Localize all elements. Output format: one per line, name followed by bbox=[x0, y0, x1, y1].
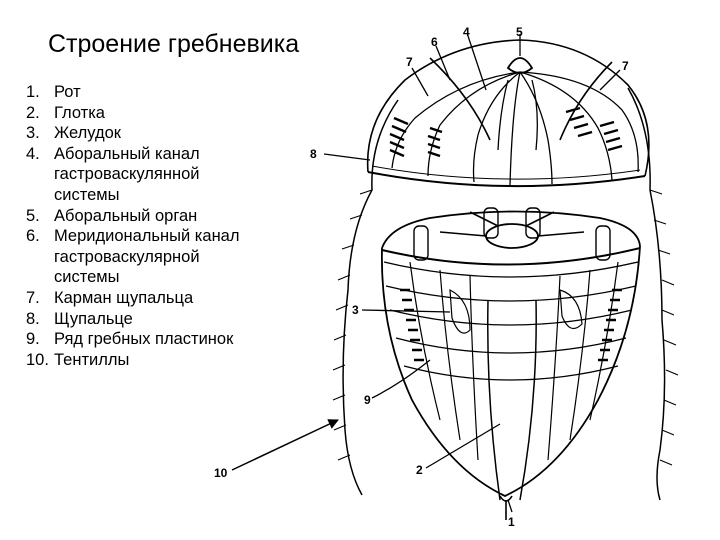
legend-text: Глотка bbox=[54, 103, 105, 122]
callout-label-9: 9 bbox=[364, 393, 371, 407]
legend-text: Аборальный канал гастроваскулянной систе… bbox=[54, 144, 200, 204]
callout-label-8: 8 bbox=[310, 147, 317, 161]
legend-number: 10. bbox=[26, 350, 49, 369]
comb-bands-lower bbox=[383, 261, 639, 381]
legend-text: Меридиональный канал гастроваскулярной с… bbox=[54, 227, 240, 287]
stomach-canals bbox=[439, 211, 585, 237]
tentacle-left bbox=[342, 99, 399, 496]
tentacle-right bbox=[627, 87, 666, 501]
meridional-canals-upper bbox=[391, 71, 639, 186]
callout-lines bbox=[231, 34, 621, 513]
legend-number: 6. bbox=[26, 227, 40, 246]
tentilla bbox=[332, 189, 679, 466]
body-top-edge bbox=[381, 210, 641, 249]
pharynx bbox=[487, 299, 537, 501]
canal-tubes bbox=[413, 207, 611, 261]
lower-body bbox=[380, 207, 641, 520]
legend-item-3: 3. Желудок bbox=[26, 123, 239, 144]
legend-item-8: 8. Щупальце bbox=[26, 309, 239, 330]
legend-text: Ряд гребных пластинок bbox=[54, 330, 234, 349]
legend-item-2: 2. Глотка bbox=[26, 103, 239, 124]
tentacle-pocket-left bbox=[429, 57, 491, 141]
legend-item-9: 9. Ряд гребных пластинок bbox=[26, 329, 239, 350]
legend-text: Карман щупальца bbox=[54, 288, 194, 307]
legend-text: Желудок bbox=[54, 124, 122, 143]
comb-rows-upper bbox=[389, 106, 623, 158]
aboral-organ bbox=[506, 57, 534, 74]
tentacles bbox=[332, 87, 679, 501]
mouth bbox=[499, 495, 513, 520]
callout-labels: 6 4 5 7 7 8 3 9 2 10 1 bbox=[214, 25, 629, 529]
hatched-right bbox=[559, 289, 583, 330]
tentacle-pocket-right bbox=[559, 61, 613, 141]
callout-label-7-right: 7 bbox=[622, 59, 629, 73]
diagram-title: Строение гребневика bbox=[48, 30, 300, 58]
dome-rim bbox=[367, 171, 646, 188]
legend-number: 9. bbox=[26, 330, 40, 349]
legend-item-1: 1. Рот bbox=[26, 82, 239, 103]
callout-label-6: 6 bbox=[431, 35, 438, 49]
legend-number: 4. bbox=[26, 144, 40, 163]
callout-label-1: 1 bbox=[508, 515, 515, 529]
legend-number: 2. bbox=[26, 103, 40, 122]
legend-item-7: 7. Карман щупальца bbox=[26, 288, 239, 309]
legend-item-6: 6. Меридиональный канал гастроваскулярной… bbox=[26, 226, 239, 288]
body-outline bbox=[380, 245, 641, 497]
legend-number: 3. bbox=[26, 124, 40, 143]
callout-label-5: 5 bbox=[516, 25, 523, 39]
legend-list: 1. Рот 2. Глотка 3. Желудок 4. Аборальный ка… bbox=[26, 82, 239, 370]
body-rim bbox=[381, 247, 641, 266]
callout-label-2: 2 bbox=[416, 463, 423, 477]
legend-number: 8. bbox=[26, 309, 40, 328]
stomach bbox=[485, 223, 539, 249]
legend-item-4: 4. Аборальный канал гастроваскулянной сис… bbox=[26, 144, 239, 206]
legend-text: Тентиллы bbox=[54, 350, 130, 369]
legend-item-5: 5. Аборальный орган bbox=[26, 206, 239, 227]
arrow-to-tentilla bbox=[231, 419, 339, 471]
legend-text: Рот bbox=[54, 83, 81, 101]
callout-label-10: 10 bbox=[214, 466, 228, 480]
hatched-left bbox=[449, 288, 471, 334]
comb-rows-lower bbox=[400, 288, 622, 362]
dome-rim-inner bbox=[371, 165, 641, 180]
legend-number: 7. bbox=[26, 288, 40, 307]
legend-item-10: 10. Тентиллы bbox=[26, 350, 239, 371]
meridional-canals-lower bbox=[409, 261, 619, 461]
callout-label-7-left: 7 bbox=[406, 55, 413, 69]
legend-number: 1. bbox=[26, 83, 40, 101]
callout-label-4: 4 bbox=[463, 25, 470, 39]
legend-text: Аборальный орган bbox=[54, 206, 198, 225]
callout-label-3: 3 bbox=[352, 303, 359, 317]
legend-text: Щупальце bbox=[54, 309, 133, 328]
legend-number: 5. bbox=[26, 206, 40, 225]
